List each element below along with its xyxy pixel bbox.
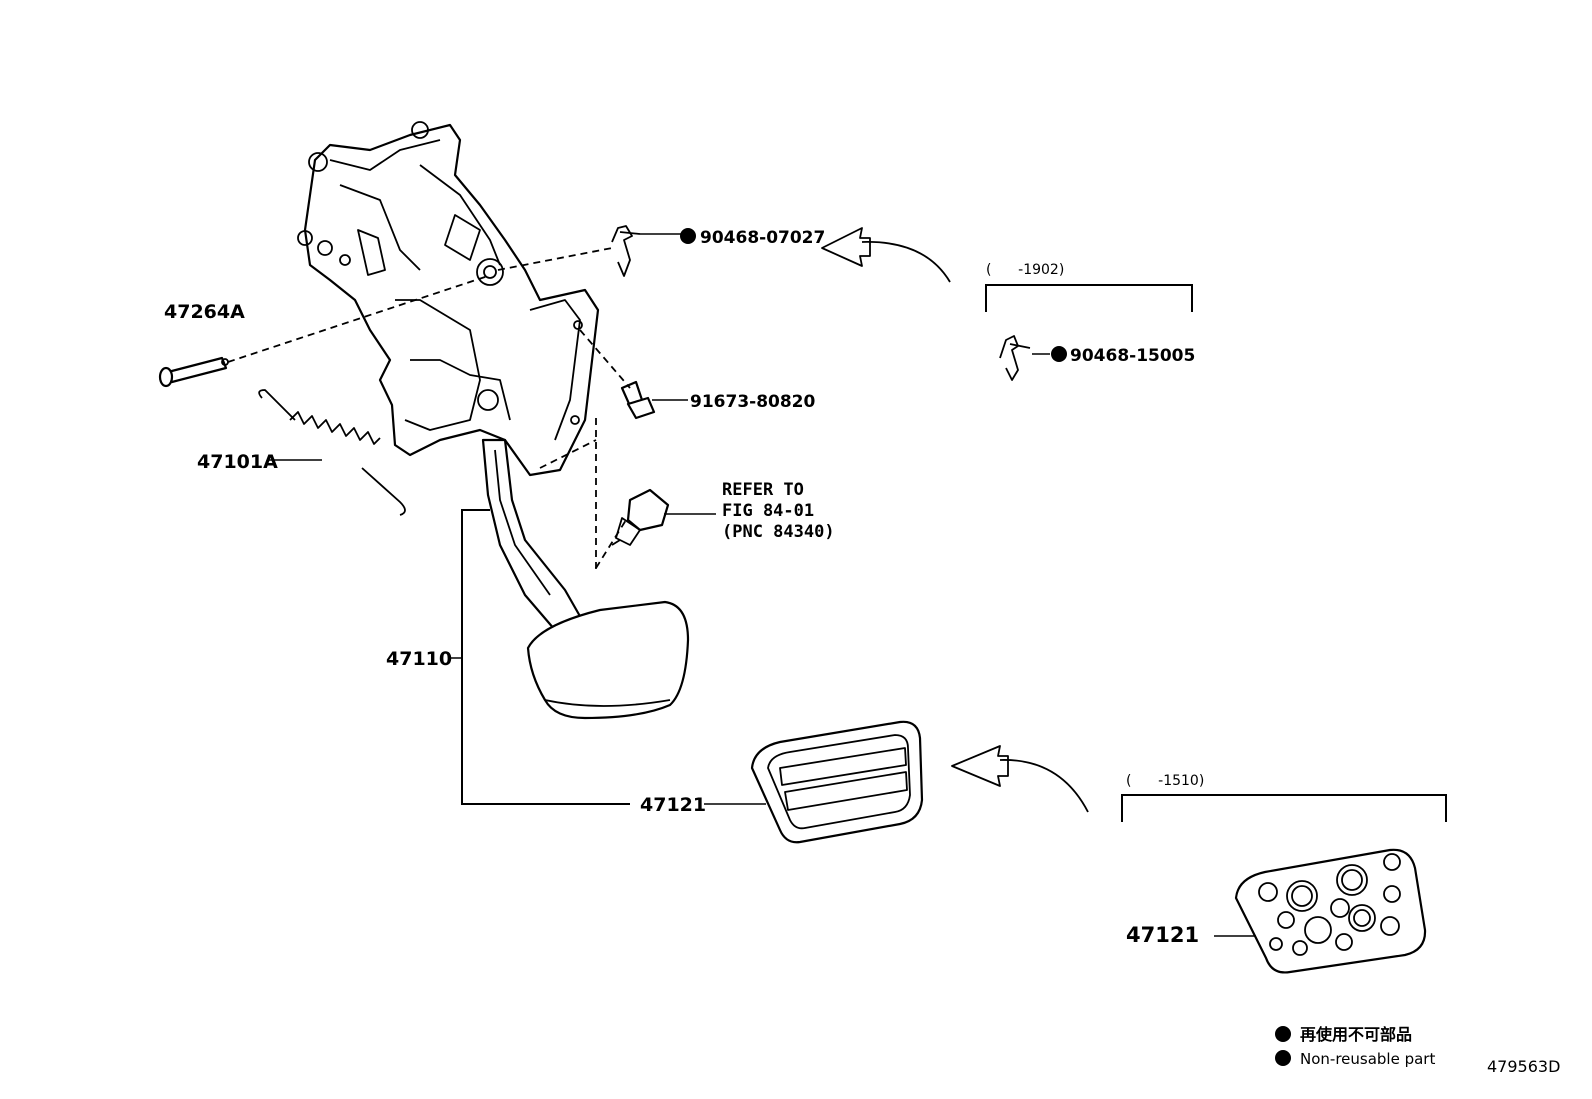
pedal-lever xyxy=(481,438,690,720)
legend-jp: 再使用不可部品 xyxy=(1300,1025,1412,1044)
pedal-pad-main xyxy=(750,720,924,844)
label-pin: 47264A xyxy=(164,301,245,323)
variant-brackets xyxy=(985,284,1447,822)
non-reusable-marker xyxy=(680,228,696,244)
label-pad-variant: 47121 xyxy=(1126,923,1199,947)
non-reusable-marker xyxy=(1051,346,1067,362)
legend-marker xyxy=(1275,1026,1291,1042)
label-clip-upper: 90468-07027 xyxy=(700,228,825,248)
label-pedal: 47110 xyxy=(386,648,452,670)
legend-en: Non-reusable part xyxy=(1300,1050,1435,1068)
stop-lamp-switch xyxy=(611,488,670,546)
leader-lines xyxy=(227,233,1256,937)
figure-id: 479563D xyxy=(1487,1057,1560,1076)
clip-variant xyxy=(999,335,1031,381)
range-lower: ( -1510) xyxy=(1126,773,1204,789)
clevis-pin xyxy=(158,356,229,388)
bolt xyxy=(620,380,656,420)
variant-arrows xyxy=(821,227,1089,813)
label-clip-variant: 90468-15005 xyxy=(1070,346,1195,366)
refer-line-3: (PNC 84340) xyxy=(722,522,835,542)
label-bolt: 91673-80820 xyxy=(690,392,816,412)
label-spring: 47101A xyxy=(197,451,278,473)
range-upper: ( -1902) xyxy=(986,262,1064,278)
legend-marker xyxy=(1275,1050,1291,1066)
clip-upper xyxy=(611,225,641,277)
refer-line-1: REFER TO xyxy=(722,480,804,500)
refer-line-2: FIG 84-01 xyxy=(722,501,814,521)
return-spring xyxy=(258,389,406,516)
label-pad-main: 47121 xyxy=(640,794,706,816)
pedal-bracket xyxy=(297,121,600,477)
pedal-pad-variant xyxy=(1234,848,1427,974)
